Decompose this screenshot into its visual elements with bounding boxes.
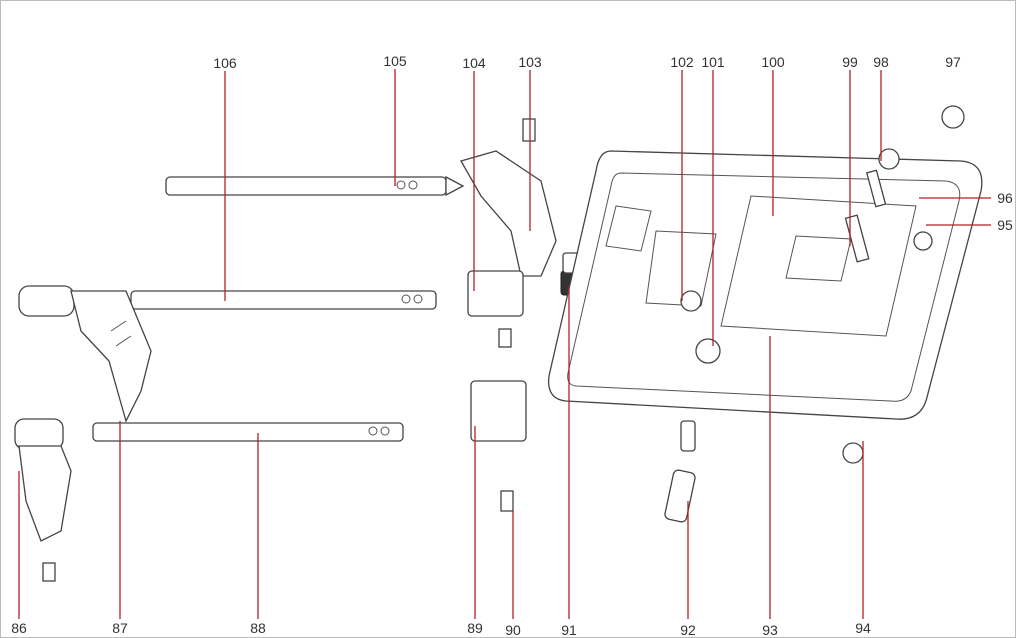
fork-bracket-103 (460, 118, 557, 277)
callout-102: 102 (670, 54, 694, 70)
callout-88: 88 (250, 620, 266, 636)
callout-96: 96 (997, 190, 1013, 206)
callout-92: 92 (680, 622, 696, 638)
callout-106: 106 (213, 55, 237, 71)
callout-93: 93 (762, 622, 778, 638)
shift-fork-87 (18, 285, 152, 423)
callout-105: 105 (383, 53, 407, 69)
callout-100: 100 (761, 54, 785, 70)
shaft-88 (92, 422, 404, 442)
callout-104: 104 (462, 55, 486, 71)
callout-99: 99 (842, 54, 858, 70)
callout-98: 98 (873, 54, 889, 70)
cover-plate-93 (547, 148, 983, 420)
callout-95: 95 (997, 217, 1013, 233)
ball-94 (842, 442, 864, 464)
shaft-106 (130, 290, 437, 310)
callout-90: 90 (505, 622, 521, 638)
plug-92 (664, 420, 696, 523)
block-89 (470, 380, 527, 512)
callout-103: 103 (518, 54, 542, 70)
callout-87: 87 (112, 620, 128, 636)
callout-89: 89 (467, 620, 483, 636)
callout-91: 91 (561, 622, 577, 638)
block-104 (467, 270, 524, 348)
callout-86: 86 (11, 620, 27, 636)
callout-94: 94 (855, 620, 871, 636)
callout-97: 97 (945, 54, 961, 70)
shift-fork-86 (14, 418, 72, 582)
ball-97 (941, 105, 965, 129)
callout-101: 101 (701, 54, 725, 70)
leader-lines (18, 69, 991, 619)
shaft-105 (165, 175, 465, 197)
